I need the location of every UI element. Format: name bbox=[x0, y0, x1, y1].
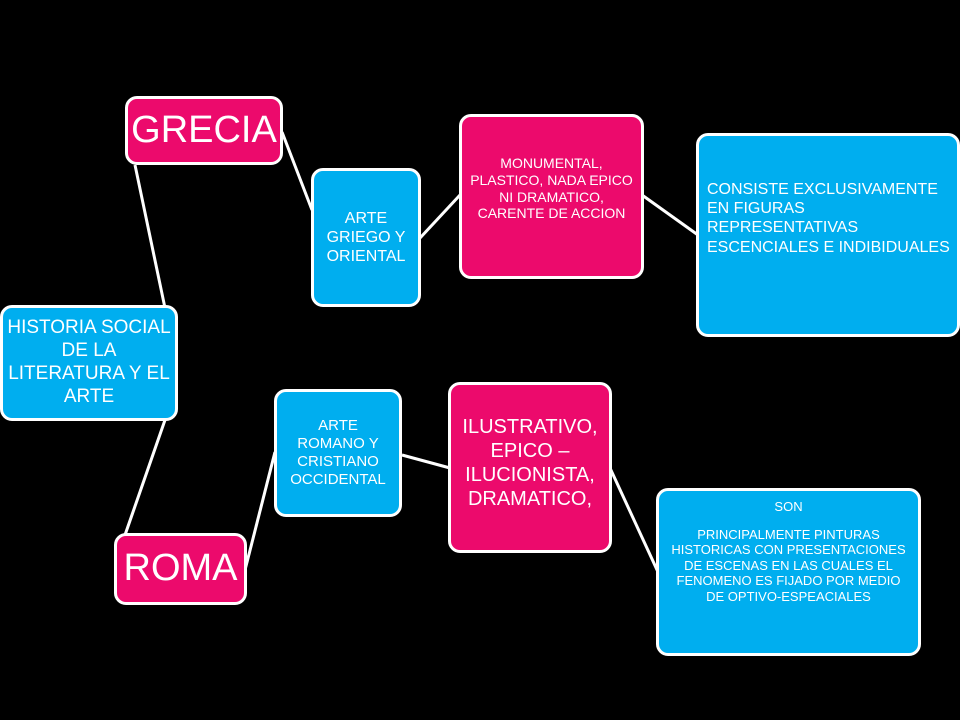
arte-romano-node-label: ARTE ROMANO Y CRISTIANO OCCIDENTAL bbox=[290, 417, 386, 488]
line-arte-romano-rasgos bbox=[401, 453, 451, 470]
arte-griego-node: ARTE GRIEGO Y ORIENTAL bbox=[311, 168, 421, 307]
line-grecia-rasgos-desc bbox=[641, 193, 699, 237]
grecia-node-label: GRECIA bbox=[131, 108, 277, 151]
roma-node: ROMA bbox=[114, 533, 247, 605]
line-grecia-root bbox=[133, 164, 167, 309]
line-arte-griego-rasgos bbox=[418, 193, 462, 240]
grecia-desc-node-label: CONSISTE EXCLUSIVAMENTE EN FIGURAS REPRE… bbox=[707, 181, 950, 256]
line-grecia-arte-griego bbox=[280, 131, 314, 211]
arte-griego-node-label: ARTE GRIEGO Y ORIENTAL bbox=[326, 209, 406, 266]
line-roma-arte-romano bbox=[243, 451, 277, 571]
roma-rasgos-node: ILUSTRATIVO, EPICO – ILUCIONISTA, DRAMAT… bbox=[448, 382, 612, 553]
grecia-rasgos-node-label: MONUMENTAL, PLASTICO, NADA EPICO NI DRAM… bbox=[470, 155, 633, 222]
roma-desc-title: SON bbox=[774, 499, 803, 514]
root-node: HISTORIA SOCIAL DE LA LITERATURA Y EL AR… bbox=[0, 305, 178, 421]
roma-rasgos-node-label: ILUSTRATIVO, EPICO – ILUCIONISTA, DRAMAT… bbox=[462, 416, 598, 510]
roma-node-label: ROMA bbox=[123, 547, 238, 590]
root-node-label: HISTORIA SOCIAL DE LA LITERATURA Y EL AR… bbox=[7, 317, 171, 407]
grecia-rasgos-node: MONUMENTAL, PLASTICO, NADA EPICO NI DRAM… bbox=[459, 114, 644, 279]
grecia-node: GRECIA bbox=[125, 96, 283, 165]
grecia-desc-node: CONSISTE EXCLUSIVAMENTE EN FIGURAS REPRE… bbox=[696, 133, 960, 337]
line-roma-rasgos-desc bbox=[608, 467, 660, 573]
roma-desc-node: SON PRINCIPALMENTE PINTURAS HISTORICAS C… bbox=[656, 488, 921, 656]
line-root-roma bbox=[123, 419, 167, 536]
roma-desc-body: PRINCIPALMENTE PINTURAS HISTORICAS CON P… bbox=[671, 526, 906, 604]
arte-romano-node: ARTE ROMANO Y CRISTIANO OCCIDENTAL bbox=[274, 389, 402, 517]
